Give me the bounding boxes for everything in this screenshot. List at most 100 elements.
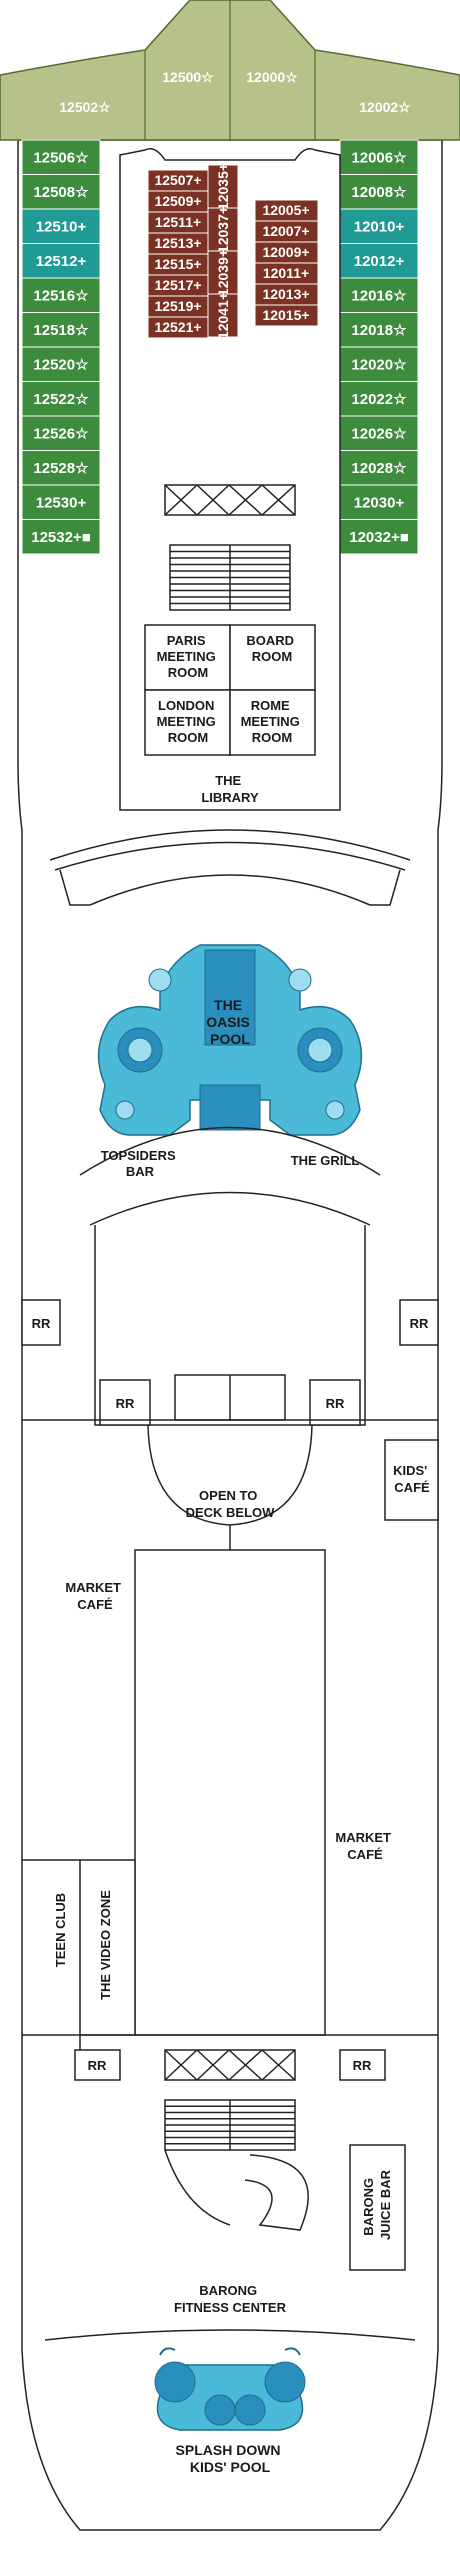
pool-deck-forward-structure <box>49 829 411 906</box>
mid-deck-structure <box>21 1126 439 1426</box>
starboard-cabin-2[interactable] <box>339 208 419 244</box>
inside-cabin-label: 12513+ <box>154 235 201 251</box>
inside-cabin-label: 12509+ <box>154 193 201 209</box>
starboard-cabin-9[interactable] <box>339 450 419 486</box>
restroom-stbd-fwd[interactable]: RR <box>410 1316 429 1331</box>
starboard-cabin-label: 12030+ <box>354 494 405 511</box>
port-cabin-label: 12528☆ <box>33 460 89 477</box>
fitness-aft-wall <box>44 2329 416 2341</box>
paris-meeting-room[interactable]: PARIS MEETING ROOM <box>157 633 220 680</box>
inside-cabin-label: 12041+ <box>215 292 231 339</box>
port-cabin-6[interactable] <box>21 346 101 382</box>
starboard-cabin-3[interactable] <box>339 243 419 279</box>
starboard-cabin-column: 12006☆12008☆12010+12012+12016☆12018☆1202… <box>339 139 419 555</box>
starboard-cabin-label: 12006☆ <box>351 149 407 166</box>
port-cabin-7[interactable] <box>21 381 101 417</box>
port-cabin-column: 12506☆12508☆12510+12512+12516☆12518☆1252… <box>21 139 101 555</box>
starboard-cabin-label: 12032+■ <box>349 529 409 546</box>
starboard-cabin-label: 12020☆ <box>351 356 407 373</box>
port-cabin-5[interactable] <box>21 312 101 348</box>
inside-cabin-center-3[interactable] <box>207 293 239 338</box>
starboard-cabin-10[interactable] <box>339 484 419 520</box>
meeting-rooms <box>144 624 316 756</box>
kids-cafe-room <box>384 1439 439 1521</box>
port-cabin-label: 12510+ <box>36 218 87 235</box>
port-cabin-label: 12526☆ <box>33 425 89 442</box>
port-cabin-11[interactable] <box>21 519 101 555</box>
rome-meeting-room[interactable]: ROME MEETING ROOM <box>241 698 304 745</box>
kids-cafe[interactable]: KIDS' CAFÉ <box>393 1463 431 1495</box>
port-cabin-label: 12512+ <box>36 253 87 270</box>
inside-cabin-label: 12037+ <box>215 206 231 253</box>
starboard-cabin-0[interactable] <box>339 139 419 175</box>
inside-cabin-label: 12515+ <box>154 256 201 272</box>
open-atrium <box>147 1424 313 1550</box>
market-cafe-port[interactable]: MARKET CAFÉ <box>65 1580 124 1612</box>
suite-12500[interactable]: 12500☆ <box>162 69 214 85</box>
teen-club[interactable]: TEEN CLUB <box>53 1893 68 1967</box>
starboard-cabin-1[interactable] <box>339 174 419 210</box>
inside-cabin-label: 12011+ <box>263 265 309 281</box>
starboard-cabin-8[interactable] <box>339 415 419 451</box>
starboard-cabin-label: 12010+ <box>354 218 405 235</box>
open-to-deck-below[interactable]: OPEN TO DECK BELOW <box>186 1488 276 1520</box>
restroom-stbd-aft[interactable]: RR <box>353 2058 372 2073</box>
oasis-pool <box>97 944 363 1136</box>
port-cabin-label: 12522☆ <box>33 391 89 408</box>
port-cabin-1[interactable] <box>21 174 101 210</box>
inside-cabin-label: 12009+ <box>262 244 309 260</box>
suite-12502[interactable]: 12502☆ <box>59 99 111 115</box>
port-cabin-label: 12506☆ <box>33 149 89 166</box>
topsiders-bar[interactable]: TOPSIDERS BAR <box>101 1148 180 1179</box>
suite-12002[interactable]: 12002☆ <box>359 99 411 115</box>
starboard-cabin-label: 12016☆ <box>351 287 407 304</box>
inside-cabin-label: 12035+ <box>215 163 231 210</box>
starboard-cabin-label: 12026☆ <box>351 425 407 442</box>
market-cafe-starboard[interactable]: MARKET CAFÉ <box>335 1830 394 1862</box>
inside-cabin-block: 12507+12509+12511+12513+12515+12517+1251… <box>147 163 319 339</box>
london-meeting-room[interactable]: LONDON MEETING ROOM <box>157 698 220 745</box>
port-cabin-label: 12516☆ <box>33 287 89 304</box>
oasis-pool-label[interactable]: THE OASIS POOL <box>206 997 253 1047</box>
restroom-port-mid[interactable]: RR <box>116 1396 135 1411</box>
inside-cabin-label: 12013+ <box>262 286 309 302</box>
starboard-cabin-7[interactable] <box>339 381 419 417</box>
stair-landing-x <box>164 484 296 516</box>
suite-12000[interactable]: 12000☆ <box>246 69 298 85</box>
restroom-stbd-mid[interactable]: RR <box>326 1396 345 1411</box>
port-cabin-0[interactable] <box>21 139 101 175</box>
inside-cabin-label: 12511+ <box>155 214 201 230</box>
port-cabin-10[interactable] <box>21 484 101 520</box>
inside-cabin-center-1[interactable] <box>207 207 239 252</box>
restroom-port-aft[interactable]: RR <box>88 2058 107 2073</box>
board-room[interactable]: BOARD ROOM <box>246 633 297 664</box>
port-cabin-label: 12518☆ <box>33 322 89 339</box>
starboard-cabin-label: 12012+ <box>354 253 405 270</box>
starboard-cabin-6[interactable] <box>339 346 419 382</box>
barong-juice-bar[interactable]: BARONG JUICE BAR <box>361 2169 393 2240</box>
aft-stairs <box>164 2099 309 2231</box>
inside-cabin-label: 12005+ <box>262 202 309 218</box>
barong-fitness-center[interactable]: BARONG FITNESS CENTER <box>174 2283 287 2315</box>
market-cafe-area <box>22 1549 438 2070</box>
juice-bar-room <box>349 2144 406 2271</box>
starboard-cabin-11[interactable] <box>339 519 419 555</box>
inside-cabin-label: 12519+ <box>154 298 201 314</box>
splash-down-kids-pool[interactable]: SPLASH DOWN KIDS' POOL <box>176 2442 285 2475</box>
starboard-cabin-label: 12028☆ <box>351 460 407 477</box>
port-cabin-label: 12530+ <box>36 494 87 511</box>
the-library[interactable]: THE LIBRARY <box>201 773 259 805</box>
starboard-cabin-4[interactable] <box>339 277 419 313</box>
the-video-zone[interactable]: THE VIDEO ZONE <box>98 1890 113 2000</box>
port-cabin-8[interactable] <box>21 415 101 451</box>
restroom-port-fwd[interactable]: RR <box>32 1316 51 1331</box>
port-cabin-label: 12520☆ <box>33 356 89 373</box>
inside-cabin-label: 12521+ <box>154 319 201 335</box>
starboard-cabin-label: 12008☆ <box>351 184 407 201</box>
inside-cabin-stbd-5[interactable] <box>254 304 319 327</box>
starboard-cabin-label: 12022☆ <box>351 391 407 408</box>
the-grill[interactable]: THE GRILL <box>291 1153 360 1168</box>
inside-cabin-center-0[interactable] <box>207 164 239 209</box>
aft-restroom-row <box>74 2049 386 2081</box>
